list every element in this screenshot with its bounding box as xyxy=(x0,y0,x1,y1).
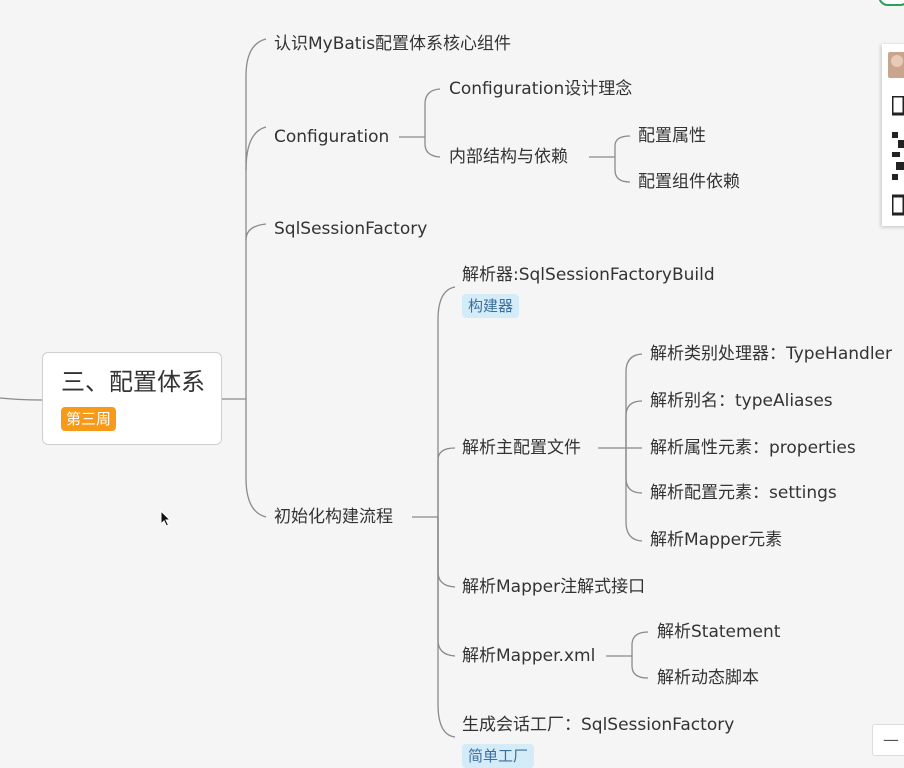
qr-code-icon xyxy=(892,96,904,216)
node-typealiases[interactable]: 解析别名：typeAliases xyxy=(650,391,833,411)
node-internal-structure[interactable]: 内部结构与依赖 xyxy=(449,147,568,167)
mouse-cursor-icon xyxy=(160,510,172,527)
node-core-components[interactable]: 认识MyBatis配置体系核心组件 xyxy=(274,34,512,54)
root-badge: 第三周 xyxy=(61,407,117,431)
node-session-factory[interactable]: 生成会话工厂：SqlSessionFactory xyxy=(462,715,735,735)
node-sqlsessionfactory[interactable]: SqlSessionFactory xyxy=(274,219,428,239)
node-properties[interactable]: 解析属性元素：properties xyxy=(650,438,856,458)
avatar xyxy=(888,52,904,78)
node-dynamic-script[interactable]: 解析动态脚本 xyxy=(657,668,759,688)
tag-simple-factory: 简单工厂 xyxy=(462,744,535,768)
node-init-flow[interactable]: 初始化构建流程 xyxy=(274,507,393,527)
node-main-config[interactable]: 解析主配置文件 xyxy=(462,438,581,458)
root-title: 三、配置体系 xyxy=(61,368,205,396)
node-config-properties[interactable]: 配置属性 xyxy=(638,126,706,146)
node-typehandler[interactable]: 解析类别处理器：TypeHandler xyxy=(650,344,892,364)
root-node[interactable]: 三、配置体系 第三周 xyxy=(42,352,222,445)
node-parser[interactable]: 解析器:SqlSessionFactoryBuild xyxy=(462,265,715,285)
side-panel[interactable] xyxy=(882,44,904,226)
node-mapper-xml[interactable]: 解析Mapper.xml xyxy=(462,646,596,666)
node-config-dependencies[interactable]: 配置组件依赖 xyxy=(638,172,740,192)
node-settings[interactable]: 解析配置元素：settings xyxy=(650,483,837,503)
node-mapper-annotation[interactable]: 解析Mapper注解式接口 xyxy=(462,577,646,597)
node-config-design[interactable]: Configuration设计理念 xyxy=(449,79,633,99)
node-statement[interactable]: 解析Statement xyxy=(657,622,781,642)
node-configuration[interactable]: Configuration xyxy=(274,127,390,147)
collapse-button[interactable]: — xyxy=(872,724,904,756)
node-mapper-element[interactable]: 解析Mapper元素 xyxy=(650,530,783,550)
tag-builder: 构建器 xyxy=(462,294,520,318)
